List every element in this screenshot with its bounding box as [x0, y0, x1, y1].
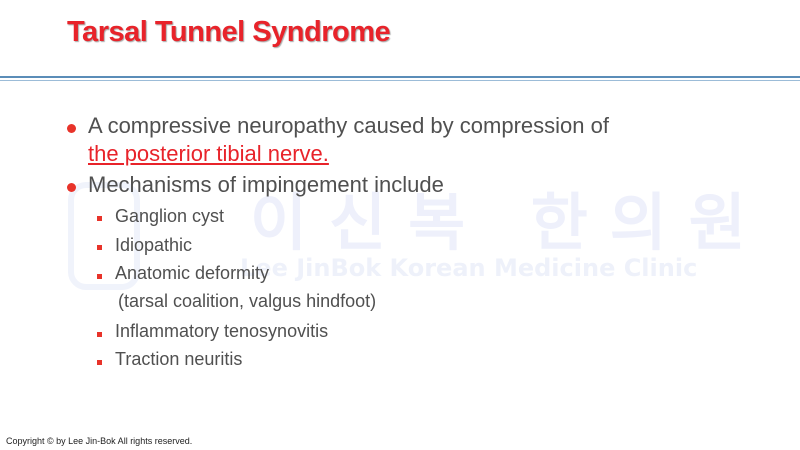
title-divider-secondary — [0, 80, 800, 81]
slide-title: Tarsal Tunnel Syndrome — [67, 16, 391, 48]
sub-bullet-item: Inflammatory tenosynovitis — [115, 321, 329, 341]
posterior-tibial-nerve-link[interactable]: the posterior tibial nerve. — [88, 141, 329, 166]
sub-bullet-square — [97, 216, 102, 221]
sub-bullet-square — [97, 245, 102, 250]
sub-bullet-item: Anatomic deformity — [115, 263, 270, 283]
sub-bullet-square — [97, 360, 102, 365]
sub-bullet-square — [97, 274, 102, 279]
watermark-english-text: Lee JinBok Korean Medicine Clinic — [240, 254, 698, 282]
bullet-item: Mechanisms of impingement include — [88, 172, 444, 197]
sub-bullet-continuation: (tarsal coalition, valgus hindfoot) — [118, 291, 377, 311]
bullet-item: A compressive neuropathy caused by compr… — [88, 113, 609, 138]
title-divider — [0, 76, 800, 78]
bullet-dot — [67, 183, 76, 192]
bullet-dot — [67, 124, 76, 133]
sub-bullet-item: Idiopathic — [115, 235, 193, 255]
copyright-footer: Copyright © by Lee Jin-Bok All rights re… — [6, 436, 193, 446]
sub-bullet-square — [97, 332, 102, 337]
sub-bullet-item: Traction neuritis — [115, 349, 243, 369]
sub-bullet-item: Ganglion cyst — [115, 206, 225, 226]
